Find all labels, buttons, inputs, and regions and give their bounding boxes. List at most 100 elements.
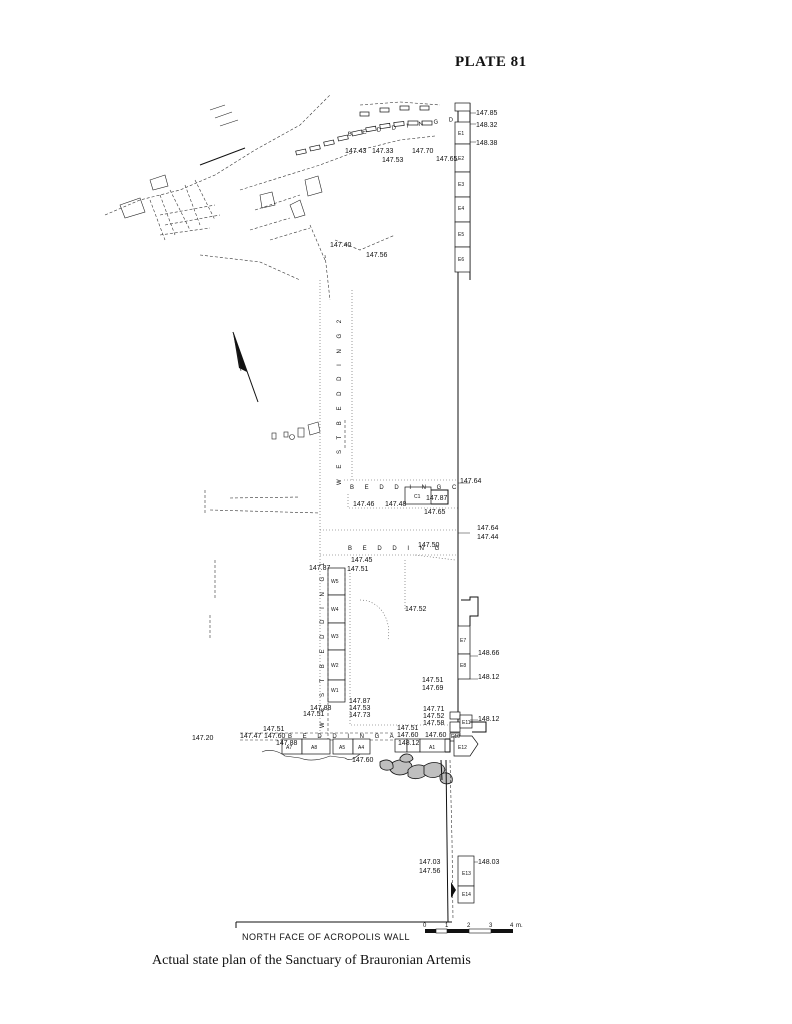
block-e12: E12 [458,745,467,751]
elevation-e24: 147.51 [422,677,444,684]
elevation-e26: 148.12 [478,674,500,681]
elevation-e32: 147.71 [423,706,445,713]
wall-label: NORTH FACE OF ACROPOLIS WALL [242,932,410,942]
elevation-e6: 147.70 [412,148,434,155]
acropolis-wall: NORTH FACE OF ACROPOLIS WALL [235,921,452,942]
block-w2: W2 [331,663,339,669]
block-a5: A5 [339,745,345,751]
elevation-e11: 147.64 [460,478,482,485]
elevation-labels: 147.85 148.32 148.38 147.43 147.33 147.7… [192,110,500,875]
scale-tick-3: 3 [489,923,493,929]
elevation-e29: 147.53 [349,705,371,712]
bedding-labels: B E D D I N G D B E D D I N G C B E D D … [288,117,461,740]
elevation-e4: 147.43 [345,148,367,155]
block-e2: E2 [458,156,464,162]
bedding-d-label: B E D D I N G D [347,117,458,138]
elevation-e25: 147.69 [422,685,444,692]
elevation-e33: 147.52 [423,713,445,720]
elevation-e7: 147.53 [382,157,404,164]
block-e5: E5 [458,232,464,238]
block-e3: E3 [458,182,464,188]
elevation-e45: 147.51 [397,725,419,732]
elevation-e40: 147.88 [276,740,298,747]
block-w5: W5 [331,579,339,585]
figure-caption: Actual state plan of the Sanctuary of Br… [152,953,471,968]
elevation-e19: 147.45 [351,557,373,564]
elevation-e13: 147.48 [385,501,407,508]
elevation-e8: 147.65 [436,156,458,163]
block-e6: E6 [458,257,464,263]
elevation-e14: 147.87 [426,495,448,502]
block-a8: A8 [311,745,317,751]
elevation-e27: 147.88 [310,705,332,712]
elevation-e10: 147.56 [366,252,388,259]
elevation-e15: 147.65 [424,509,446,516]
scale-tick-0: 0 [423,923,427,929]
northwest-rubble [104,94,441,301]
block-e8: E8 [460,663,466,669]
west-bedding-2-label: W E S T B E D D I N G 2 [337,315,343,485]
bedding-d-blocks [295,105,433,156]
elevation-e39: 147.60 [264,733,286,740]
south-extension: E13 E14 [440,759,475,923]
scale-tick-1: 1 [445,923,449,929]
elevation-e3: 148.38 [476,140,498,147]
block-w4: W4 [331,607,339,613]
bedding-a-blocks: A7 A8 A5 A4 A1 [240,732,451,755]
bedding-c-label: B E D D I N G C [350,485,461,491]
elevation-e22: 147.52 [405,606,427,613]
elevation-e42: 147.60 [397,732,419,739]
elevation-e1: 147.85 [476,110,498,117]
elevation-e16: 147.64 [477,525,499,532]
elevation-e30: 147.51 [303,711,325,718]
bedding-c-blocks: C1 [404,486,449,505]
elevation-e17: 147.44 [477,534,499,541]
precinct-outline [209,280,458,740]
west-bedding-1-label: W E S T B E D D I N G 1 [320,558,326,728]
west-scatter [204,420,346,640]
elevation-e43: 147.60 [425,732,447,739]
block-w1: W1 [331,688,339,694]
elevation-e38: 147.47 [240,733,262,740]
elevation-e37: 147.20 [192,735,214,742]
block-e13: E13 [462,871,471,877]
block-e14: E14 [462,892,471,898]
elevation-e46: 147.03 [419,859,441,866]
block-e4: E4 [458,206,464,212]
bedding-b-label: B E D D I N G [348,546,444,552]
block-e10: E10 [451,734,460,740]
elevation-e2: 148.32 [476,122,498,129]
block-e11: E11 [462,720,471,726]
elevation-e34: 147.58 [423,720,445,727]
elevation-e44: 148.12 [398,740,420,747]
block-a4: A4 [358,745,364,751]
elevation-e20: 147.87 [309,565,331,572]
elevation-e18: 147.50 [418,542,440,549]
scale-unit: m. [516,923,523,929]
elevation-e12: 147.46 [353,501,375,508]
block-c1: C1 [414,494,421,500]
plate-title: PLATE 81 [455,54,527,70]
block-e1: E1 [458,131,464,137]
block-w3: W3 [331,634,339,640]
scale-bar: 0 1 2 3 4 m. [423,923,523,934]
elevation-e23: 148.66 [478,650,500,657]
elevation-e36: 147.51 [263,726,285,733]
stone-rubble [261,750,453,785]
block-a7: A7 [286,745,292,751]
bedding-a-label: B E D D I N G A [288,734,398,740]
elevation-e31: 147.73 [349,712,371,719]
scale-tick-2: 2 [467,923,471,929]
scale-tick-4: 4 [510,923,514,929]
elevation-e21: 147.51 [347,566,369,573]
elevation-e41: 147.60 [352,757,374,764]
block-e7: E7 [460,638,466,644]
east-blocks-north: E1 E2 E3 E4 E5 E6 [454,121,471,273]
elevation-e47: 147.56 [419,868,441,875]
north-arrow [232,331,259,403]
block-a1: A1 [429,745,435,751]
elevation-e28: 147.87 [349,698,371,705]
elevation-e5: 147.33 [372,148,394,155]
west-blocks: W5 W4 W3 W2 W1 [327,567,346,740]
